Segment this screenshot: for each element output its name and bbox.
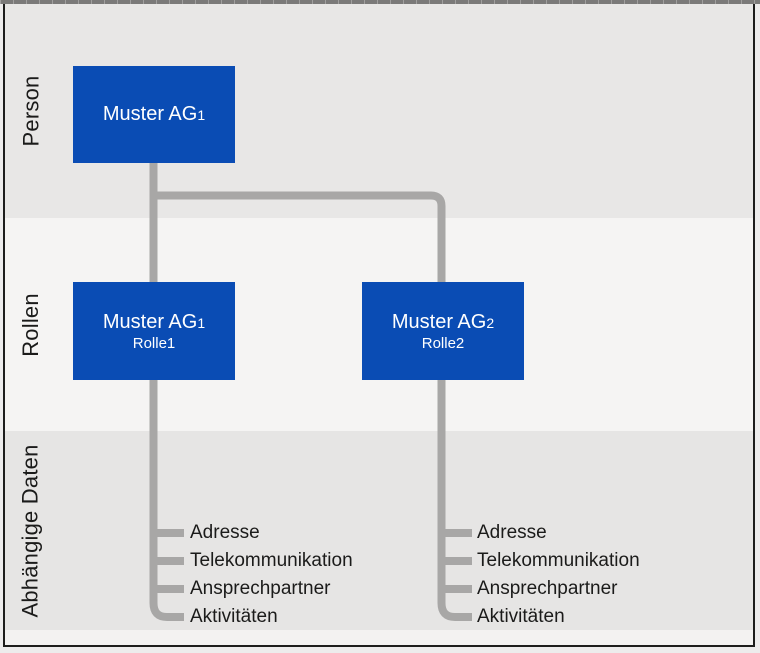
node-role1-title: Muster AG1	[103, 310, 205, 335]
dependent-item-adresse-left: Adresse	[190, 522, 260, 543]
connector-branch-right	[153, 191, 446, 284]
lane-abhaengige-daten-band	[5, 431, 753, 630]
ruler-strip	[0, 0, 760, 4]
node-role1-subscript: 1	[197, 314, 206, 331]
node-role2-subtitle: Rolle2	[421, 334, 465, 352]
dependent-item-ansprechpartner-right: Ansprechpartner	[477, 578, 618, 599]
node-person-name: Muster AG	[102, 103, 198, 125]
node-role1-subtitle: Rolle1	[132, 334, 176, 352]
node-role1: Muster AG1 Rolle1	[73, 282, 235, 380]
connector-left-drop	[149, 378, 184, 621]
connector-right-drop	[437, 378, 472, 621]
dependent-item-adresse-right: Adresse	[477, 522, 547, 543]
node-person-subscript: 1	[197, 107, 206, 123]
dependent-item-aktivitaeten-left: Aktivitäten	[190, 606, 278, 627]
node-role1-name: Muster AG	[102, 310, 198, 333]
node-role2: Muster AG2 Rolle2	[362, 282, 524, 380]
node-role2-subscript: 2	[486, 314, 495, 331]
node-role2-name: Muster AG	[391, 310, 487, 333]
dependent-item-ansprechpartner-left: Ansprechpartner	[190, 578, 331, 599]
dependent-item-aktivitaeten-right: Aktivitäten	[477, 606, 565, 627]
dependent-item-telekommunikation-left: Telekommunikation	[190, 550, 353, 571]
node-person-title: Muster AG1	[103, 102, 205, 127]
node-role2-title: Muster AG2	[392, 310, 494, 335]
node-person: Muster AG1	[73, 66, 235, 163]
dependent-item-telekommunikation-right: Telekommunikation	[477, 550, 640, 571]
